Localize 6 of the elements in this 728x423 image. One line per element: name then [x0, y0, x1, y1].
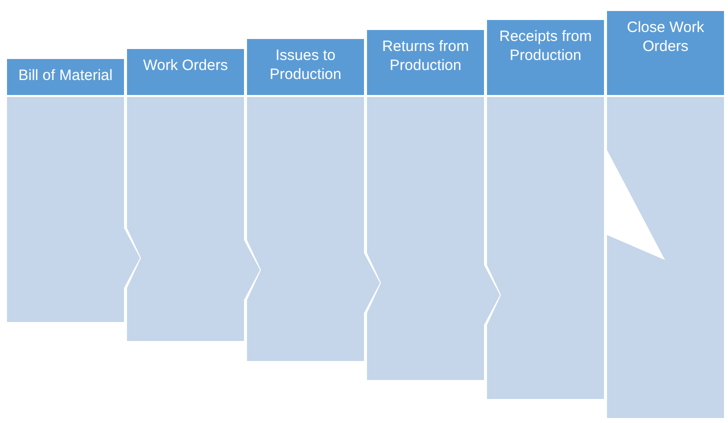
column-header: Close Work Orders — [607, 11, 724, 95]
column-header: Receipts from Production — [487, 20, 604, 95]
column-header: Returns from Production — [367, 30, 484, 95]
column-header: Work Orders — [127, 49, 244, 95]
column-header: Issues to Production — [247, 39, 364, 95]
column-header: Bill of Material — [7, 59, 124, 95]
